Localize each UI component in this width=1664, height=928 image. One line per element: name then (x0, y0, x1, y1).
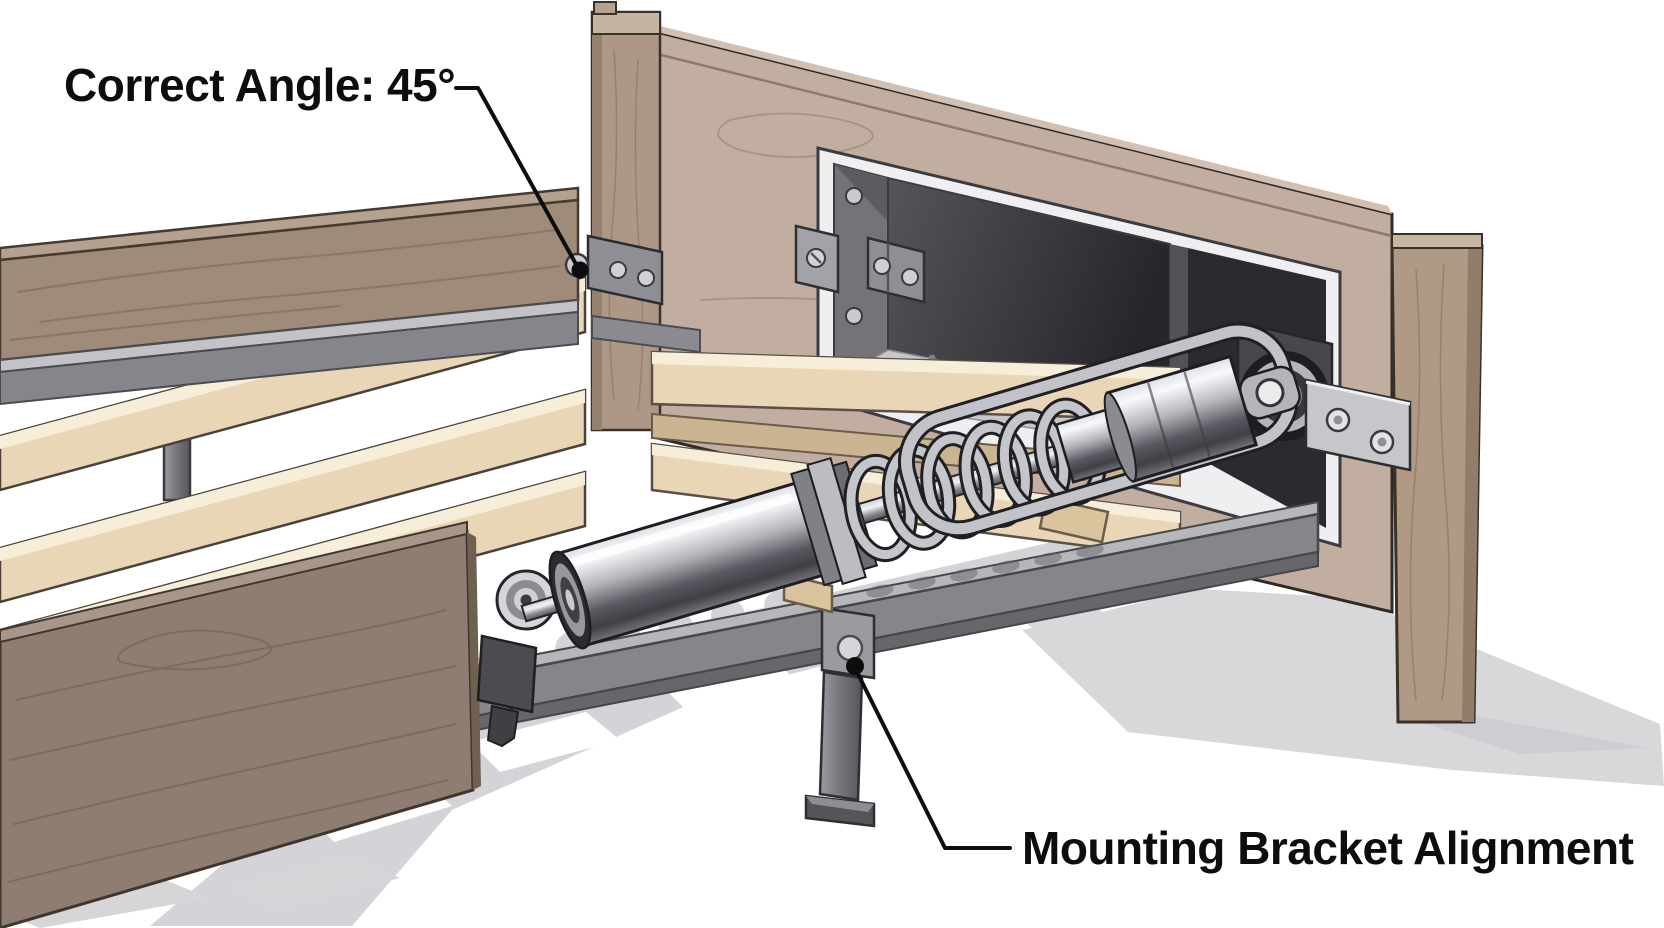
wood-grain (7, 609, 457, 883)
strut-front-mount (476, 634, 538, 714)
gas-strut (476, 322, 1301, 748)
side-rail-back (0, 186, 580, 406)
metal-rail-face (0, 310, 579, 406)
front-board-edge (467, 532, 481, 790)
mounting-bracket-label: Mounting Bracket Alignment (1022, 822, 1634, 874)
annotation-mounting-bracket: Mounting Bracket Alignment (846, 657, 1634, 874)
correct-angle-label: Correct Angle: 45° (64, 59, 455, 111)
screw-icon (637, 269, 655, 287)
leader-dot (571, 261, 589, 279)
base-rail (464, 500, 1320, 734)
headboard-seam (656, 52, 1393, 238)
leg-shaft (818, 670, 864, 802)
leader-line (454, 86, 579, 268)
screw-icon (873, 257, 891, 275)
screw-icon (901, 268, 919, 286)
leg-foot-top (806, 796, 874, 812)
headboard-post-left (590, 1, 662, 432)
post-shadow (1400, 716, 1648, 754)
slat-shadow-stripe (230, 856, 400, 910)
screw-icon (609, 261, 627, 279)
front-board-top-face (0, 520, 468, 644)
front-board (0, 520, 481, 928)
post-top-face (1391, 233, 1483, 249)
screw-icon (845, 187, 863, 205)
knuckle-pin-hole (1255, 378, 1285, 408)
strut-front-hook (486, 704, 520, 748)
cavity-bracket-left (794, 224, 840, 294)
headboard-top-face (652, 24, 1392, 214)
cavity-corner-bracket (866, 236, 926, 304)
spring-shadow-on-rail (866, 544, 1104, 598)
leader-dot (846, 657, 864, 675)
annotation-correct-angle: Correct Angle: 45° (64, 59, 589, 279)
mounting-plate-right (1304, 378, 1412, 472)
slat-shadow-stripe (0, 874, 210, 928)
cylinder-highlight (571, 494, 793, 566)
leader-line (853, 666, 1012, 850)
wood-grain (1409, 263, 1450, 701)
post-cap (591, 11, 661, 35)
bed-slat (0, 388, 587, 604)
bracket-bolt-icon (836, 634, 864, 662)
cavity-partition (1170, 244, 1188, 406)
headboard-post-right (1390, 233, 1484, 724)
platform-rail (591, 314, 701, 354)
wood-grain (9, 229, 561, 341)
screw-icon (845, 307, 863, 325)
post-cap-tab (593, 1, 617, 15)
